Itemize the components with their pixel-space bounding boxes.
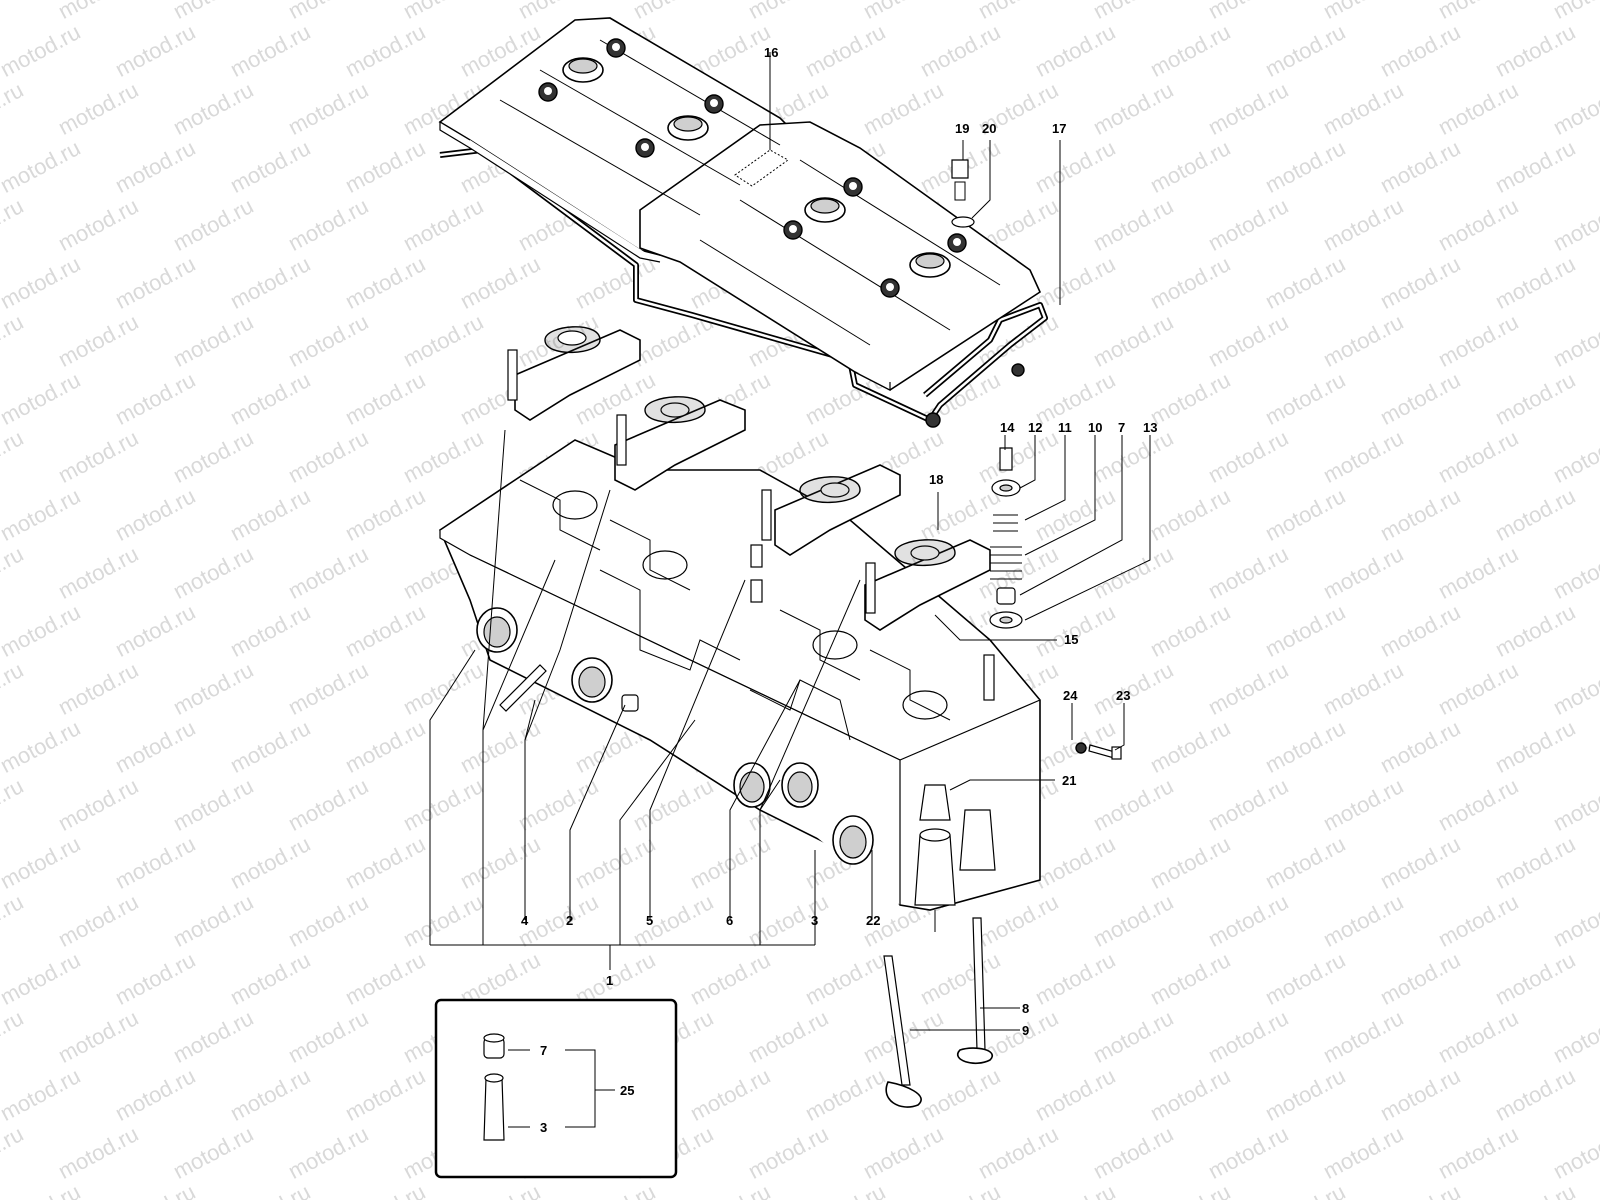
valve-cover — [438, 17, 1042, 391]
cover-bolt — [951, 159, 975, 228]
side-bolt — [1075, 742, 1122, 760]
callout-19: 19 — [955, 121, 969, 136]
callout-17: 17 — [1052, 121, 1066, 136]
callout-6: 6 — [726, 913, 733, 928]
callout-7: 7 — [1118, 420, 1125, 435]
callout-8: 8 — [1022, 1001, 1029, 1016]
callout-21: 21 — [1062, 773, 1076, 788]
callout-labels: 16 19 20 17 14 12 11 10 7 13 18 15 24 23… — [521, 45, 1157, 1038]
callout-18: 18 — [929, 472, 943, 487]
leader-lines — [429, 52, 1151, 1031]
callout-16: 16 — [764, 45, 778, 60]
callout-14: 14 — [1000, 420, 1015, 435]
callout-4: 4 — [521, 913, 529, 928]
callout-12: 12 — [1028, 420, 1042, 435]
callout-5: 5 — [646, 913, 653, 928]
valve-spring-stack — [989, 447, 1023, 629]
inset-label-7: 7 — [540, 1043, 547, 1058]
inset-label-3: 3 — [540, 1120, 547, 1135]
inset-box: 7 3 25 — [434, 998, 678, 1179]
callout-9: 9 — [1022, 1023, 1029, 1038]
callout-24: 24 — [1063, 688, 1078, 703]
valve-cover-gasket — [439, 147, 1048, 428]
callout-20: 20 — [982, 121, 996, 136]
callout-13: 13 — [1143, 420, 1157, 435]
callout-15: 15 — [1064, 632, 1078, 647]
callout-2: 2 — [566, 913, 573, 928]
callout-10: 10 — [1088, 420, 1102, 435]
callout-1: 1 — [606, 973, 613, 988]
callout-22: 22 — [866, 913, 880, 928]
inset-label-25: 25 — [620, 1083, 634, 1098]
callout-23: 23 — [1116, 688, 1130, 703]
cam-caps — [507, 326, 991, 631]
cylinder-head — [439, 439, 1041, 911]
callout-11: 11 — [1058, 420, 1072, 435]
valves — [883, 917, 993, 1108]
callout-3: 3 — [811, 913, 818, 928]
